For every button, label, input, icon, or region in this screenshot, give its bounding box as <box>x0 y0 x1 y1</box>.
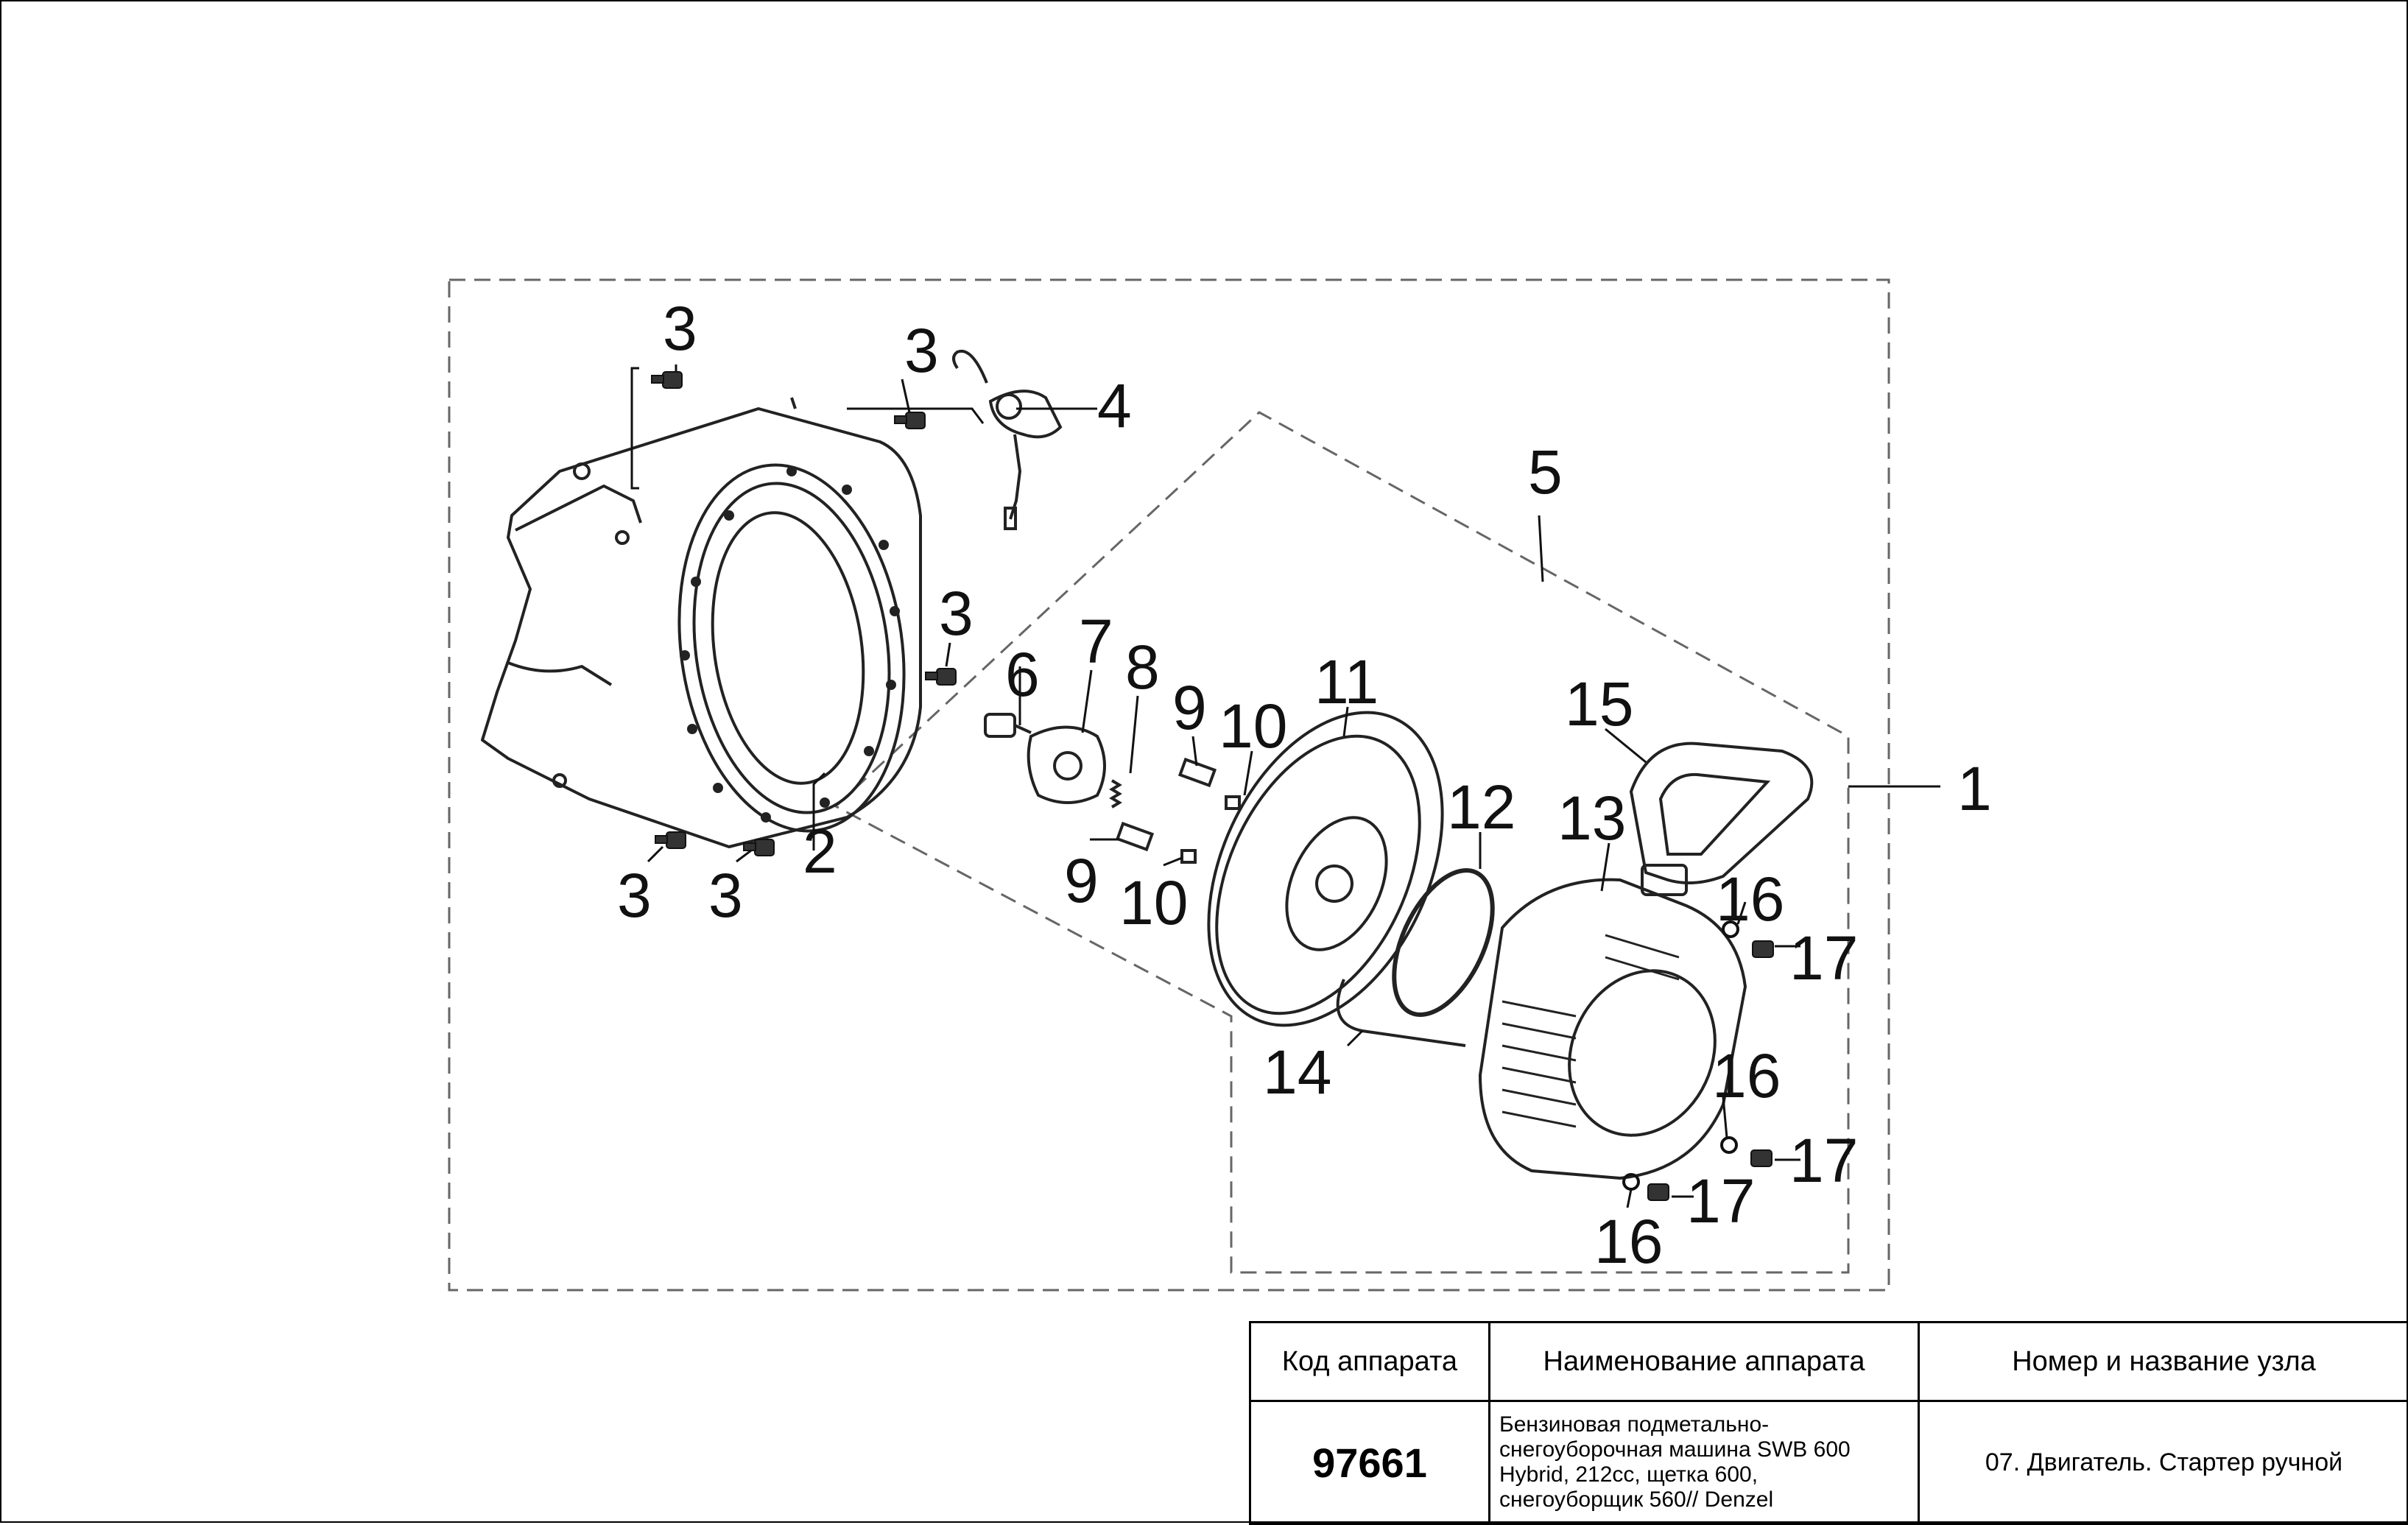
callout-16-middle: 16 <box>1712 1041 1781 1110</box>
device-name-line: Hybrid, 212cc, щетка 600, <box>1499 1462 1909 1487</box>
callout-6: 6 <box>1005 640 1040 709</box>
callout-17-top: 17 <box>1789 923 1858 993</box>
device-name-line: снегоуборочная машина SWB 600 <box>1499 1437 1909 1462</box>
callout-4: 4 <box>1097 371 1132 440</box>
fan-shroud <box>482 398 926 847</box>
stop-switch <box>954 351 1060 529</box>
callout-10-bottom: 10 <box>1119 868 1188 937</box>
callout-5: 5 <box>1528 437 1563 507</box>
callout-2: 2 <box>803 817 837 886</box>
device-code: 97661 <box>1250 1401 1490 1524</box>
callout-3-top-left: 3 <box>663 294 697 363</box>
callout-16-top: 16 <box>1716 864 1784 934</box>
callout-7: 7 <box>1079 607 1113 676</box>
callout-14: 14 <box>1263 1038 1331 1107</box>
callout-16-bottom: 16 <box>1594 1207 1663 1276</box>
callout-15: 15 <box>1565 669 1633 739</box>
callout-12: 12 <box>1447 772 1515 842</box>
callout-17-bottom: 17 <box>1686 1166 1755 1236</box>
device-name: Бензиновая подметально- снегоуборочная м… <box>1490 1401 1919 1524</box>
callout-3-bottom: 3 <box>708 861 743 930</box>
starter-housing <box>1480 880 1745 1178</box>
callout-8: 8 <box>1125 633 1160 702</box>
callout-11: 11 <box>1314 647 1379 716</box>
callout-9-bottom: 9 <box>1064 846 1099 915</box>
title-block: Код аппарата Наименование аппарата Номер… <box>1249 1321 2408 1525</box>
header-device-code: Код аппарата <box>1250 1323 1490 1401</box>
callout-1: 1 <box>1957 754 1992 823</box>
device-name-line: снегоуборщик 560// Denzel <box>1499 1487 1909 1512</box>
callout-13: 13 <box>1557 783 1626 853</box>
callout-3-bottom-left: 3 <box>617 861 652 930</box>
assembly-name: 07. Двигатель. Стартер ручной <box>1919 1401 2408 1524</box>
header-assembly-name: Номер и название узла <box>1919 1323 2408 1401</box>
callout-9-top: 9 <box>1172 673 1207 742</box>
assembly-boundary-outer <box>449 280 1889 1290</box>
device-name-line: Бензиновая подметально- <box>1499 1412 1909 1437</box>
header-device-name: Наименование аппарата <box>1490 1323 1919 1401</box>
callout-3-top: 3 <box>904 316 939 385</box>
callout-3-middle: 3 <box>939 579 974 648</box>
callout-10-top: 10 <box>1219 691 1287 761</box>
callout-17-middle: 17 <box>1789 1126 1858 1195</box>
